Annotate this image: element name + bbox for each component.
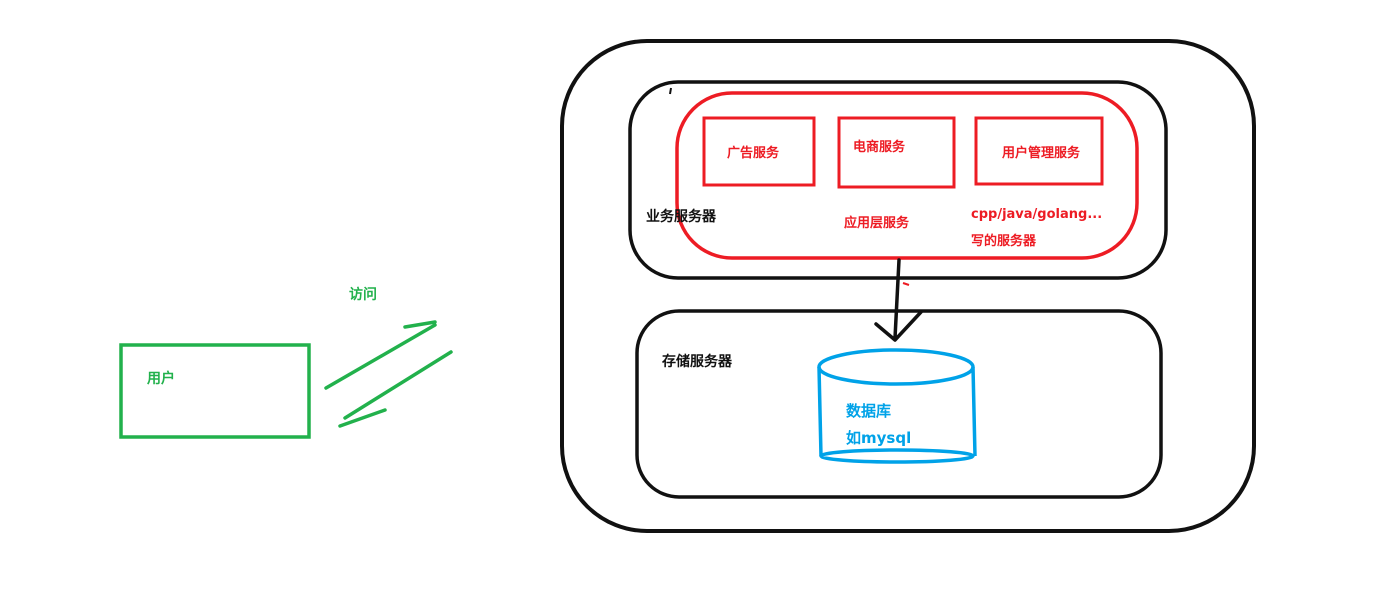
access-label: 访问 — [349, 287, 377, 303]
app-layer-box — [675, 91, 1139, 260]
down-arrow — [874, 258, 923, 342]
access-arrow-response — [338, 350, 453, 428]
ecommerce-service-label: 电商服务 — [853, 140, 906, 155]
red-tick — [902, 282, 910, 286]
ad-service-box — [702, 116, 816, 187]
business-server-label: 业务服务器 — [646, 209, 716, 225]
written-servers-label: 写的服务器 — [971, 234, 1037, 249]
user-mgmt-service-label: 用户管理服务 — [1002, 146, 1081, 161]
database-cylinder — [817, 348, 977, 464]
stray-mark — [669, 87, 672, 95]
languages-label: cpp/java/golang... — [971, 207, 1103, 222]
outer-server-box — [560, 39, 1256, 533]
user-label: 用户 — [147, 371, 175, 387]
ecommerce-service-box — [837, 116, 956, 189]
database-example-label: 如mysql — [846, 429, 912, 447]
ad-service-label: 广告服务 — [727, 146, 780, 161]
user-box — [119, 343, 311, 439]
database-label: 数据库 — [846, 402, 892, 420]
app-layer-label: 应用层服务 — [844, 216, 910, 231]
access-arrow-request — [324, 320, 437, 390]
storage-server-label: 存储服务器 — [662, 354, 732, 370]
user-mgmt-service-box — [974, 116, 1104, 186]
storage-server-box — [635, 309, 1163, 499]
business-server-box — [628, 80, 1168, 280]
